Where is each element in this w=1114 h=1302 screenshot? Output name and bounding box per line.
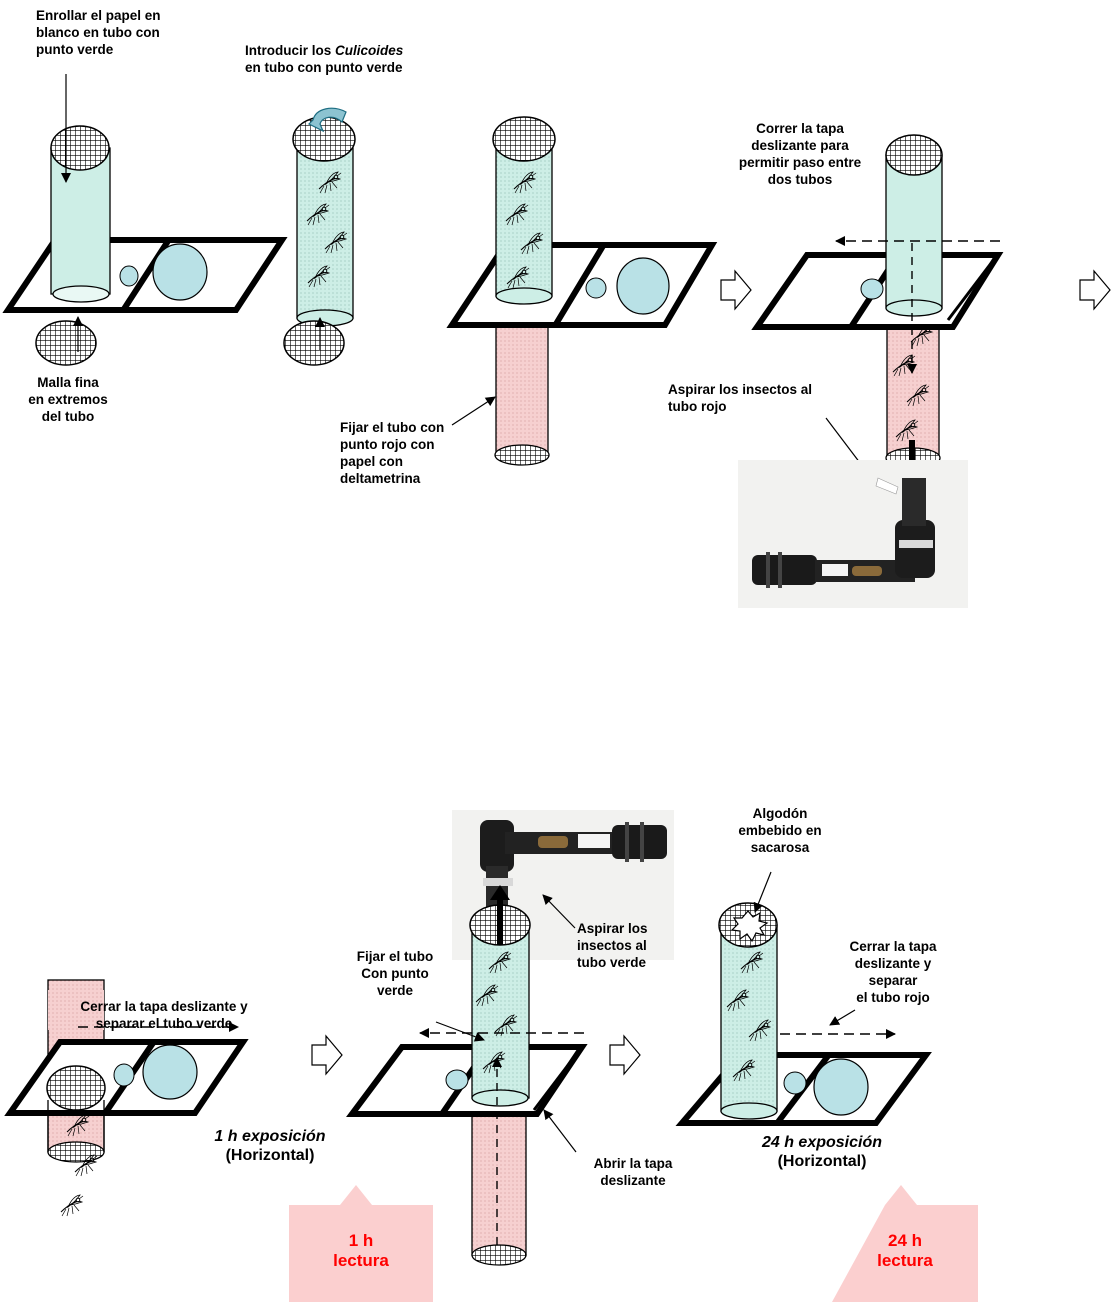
label-cotton-sucrose: Algodón embebido en sacarosa <box>738 806 822 855</box>
label-exposure-1h: 1 h exposición (Horizontal) <box>190 1127 350 1165</box>
mesh-cap-icon <box>492 116 556 162</box>
step4-transfer-to-red <box>751 134 1004 493</box>
curved-arrow-icon <box>307 107 347 133</box>
label-aspirate-red: Aspirar los insectos al tubo rojo <box>668 382 813 414</box>
label-open-lid: Abrir la tapa deslizante <box>593 1156 673 1188</box>
label-fine-mesh: Malla fina en extremos del tubo <box>28 375 108 424</box>
mesh-cap-icon <box>50 125 110 171</box>
label-aspirate-green: Aspirar los insectos al tubo verde <box>577 921 648 970</box>
reading-label-24h: 24 h lectura <box>877 1231 933 1270</box>
label-introduce-insects: Introducir los Culicoides en tubo con pu… <box>245 42 403 76</box>
label-close-separate-green: Cerrar la tapa deslizante y separar el t… <box>80 999 248 1031</box>
step6-transfer-to-green <box>346 885 588 1266</box>
label-fix-red-tube: Fijar el tubo con punto rojo con papel c… <box>340 420 445 486</box>
process-arrow-icon <box>720 269 752 311</box>
label-introduce-pre: Introducir los <box>245 43 336 58</box>
mesh-cap-icon <box>885 134 943 176</box>
process-arrow-icon <box>609 1034 641 1076</box>
reading-arrow-1h <box>289 1185 433 1302</box>
label-introduce-italic: Culicoides <box>335 43 404 58</box>
step3-fix-red-tube <box>446 116 718 466</box>
reading-arrow-24h <box>832 1185 978 1302</box>
label-close-separate-red: Cerrar la tapa deslizante y separar el t… <box>849 939 937 1005</box>
label-exposure-24h-italic: 24 h exposición <box>761 1134 883 1151</box>
process-arrow-icon <box>1079 269 1111 311</box>
step1-assembly <box>2 74 288 366</box>
process-arrow-icon <box>311 1034 343 1076</box>
reading-label-1h: 1 h lectura <box>333 1231 389 1270</box>
label-exposure-24h-sub: (Horizontal) <box>777 1153 867 1170</box>
label-slide-open: Correr la tapa deslizante para permitir … <box>738 121 862 187</box>
step5-close-separate-green <box>4 979 249 1217</box>
mosquito-icon <box>60 1194 84 1217</box>
mesh-cap-icon <box>283 320 345 366</box>
label-introduce-post: en tubo con punto verde <box>245 60 403 75</box>
aspirator-photo-icon <box>738 460 968 608</box>
mesh-cap-icon <box>292 116 356 162</box>
mesh-cap-icon <box>35 320 97 366</box>
label-fix-green-tube: Fijar el tubo Con punto verde <box>356 949 434 998</box>
step2-introduce-insects <box>283 107 356 366</box>
label-roll-paper: Enrollar el papel en blanco en tubo con … <box>36 8 161 57</box>
step7-close-separate-red <box>675 871 932 1126</box>
label-exposure-1h-italic: 1 h exposición <box>214 1128 326 1145</box>
cotton-burst-icon <box>730 910 769 943</box>
label-exposure-24h: 24 h exposición (Horizontal) <box>742 1133 902 1171</box>
mesh-cap-icon <box>46 1065 106 1111</box>
label-exposure-1h-sub: (Horizontal) <box>225 1147 315 1164</box>
